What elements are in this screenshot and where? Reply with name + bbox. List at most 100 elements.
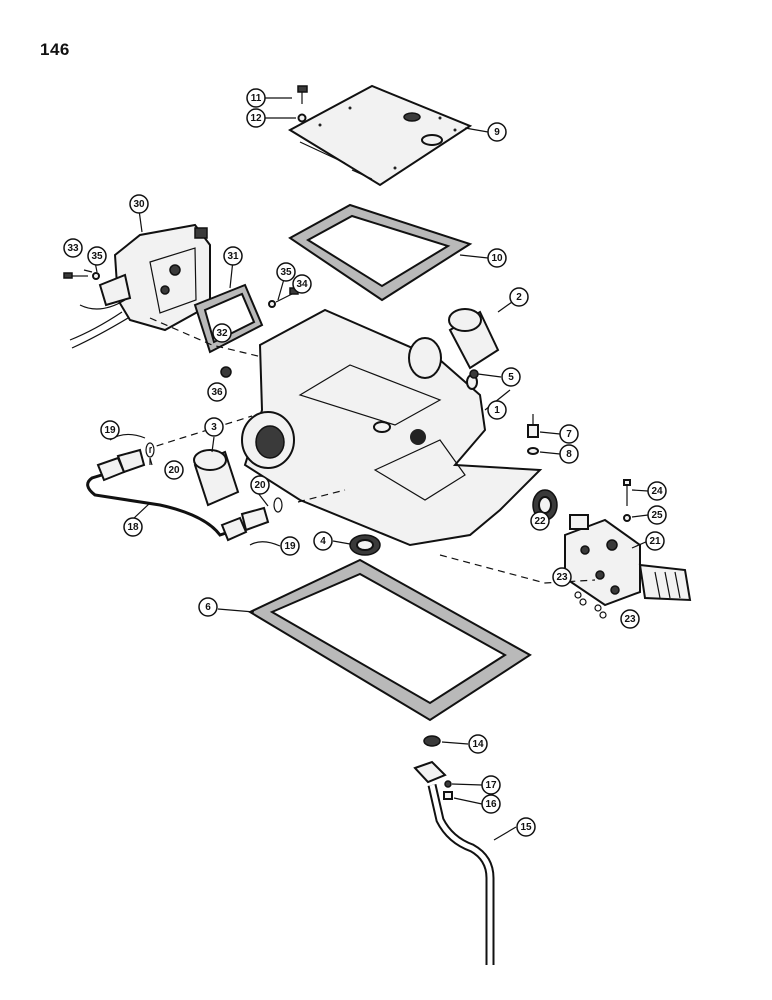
callout-number: 35 — [91, 251, 103, 262]
callout-25: 25 — [647, 505, 667, 525]
oil-pipe — [86, 433, 283, 547]
callout-35: 35 — [276, 262, 296, 282]
bolt-33 — [63, 272, 100, 280]
callout-number: 36 — [211, 387, 223, 398]
callout-33: 33 — [63, 238, 83, 258]
callout-1: 1 — [487, 400, 507, 420]
callout-22: 22 — [530, 511, 550, 531]
bolt-24 — [623, 479, 631, 506]
callout-number: 20 — [168, 465, 180, 476]
callout-23: 23 — [620, 609, 640, 629]
valve-block — [564, 514, 692, 607]
callout-14: 14 — [468, 734, 488, 754]
callout-number: 14 — [472, 739, 484, 750]
callout-number: 19 — [104, 425, 116, 436]
cover-bolt — [297, 85, 308, 123]
assembly-line-3 — [297, 489, 346, 503]
callout-20: 20 — [164, 460, 184, 480]
callout-32: 32 — [212, 323, 232, 343]
callout-number: 31 — [227, 251, 239, 262]
callout-8: 8 — [559, 444, 579, 464]
cover-gasket — [288, 203, 473, 302]
callout-12: 12 — [246, 108, 266, 128]
washer-25 — [623, 514, 631, 522]
callout-4: 4 — [313, 531, 333, 551]
valve-gasket — [193, 283, 264, 354]
callout-number: 32 — [216, 328, 228, 339]
callout-number: 33 — [67, 243, 79, 254]
callout-10: 10 — [487, 248, 507, 268]
callout-number: 6 — [205, 602, 211, 613]
callout-19: 19 — [100, 420, 120, 440]
callout-16: 16 — [481, 794, 501, 814]
callout-17: 17 — [481, 775, 501, 795]
callout-6: 6 — [198, 597, 218, 617]
callout-18: 18 — [123, 517, 143, 537]
callout-7: 7 — [559, 424, 579, 444]
callout-31: 31 — [223, 246, 243, 266]
callout-number: 11 — [251, 93, 262, 104]
callout-number: 2 — [516, 292, 522, 303]
callout-30: 30 — [129, 194, 149, 214]
control-valve-housing — [69, 223, 211, 349]
callout-number: 8 — [566, 449, 572, 460]
callout-labels: 1234567891011121415161718191920202122232… — [63, 88, 667, 837]
bushing-2 — [448, 308, 500, 370]
tube-bracket — [413, 760, 453, 800]
page-number: 146 — [40, 40, 70, 59]
callout-2: 2 — [509, 287, 529, 307]
main-housing — [241, 308, 543, 547]
plug-36 — [220, 366, 232, 378]
callout-number: 5 — [508, 372, 514, 383]
oil-pan-gasket — [247, 558, 532, 722]
callout-36: 36 — [207, 382, 227, 402]
callout-number: 23 — [624, 614, 636, 625]
callout-11: 11 — [246, 88, 266, 108]
bolt-34 — [268, 287, 299, 308]
washer-8 — [527, 447, 539, 455]
callout-number: 19 — [284, 541, 296, 552]
callout-number: 18 — [127, 522, 139, 533]
callout-20: 20 — [250, 475, 270, 495]
seal-4 — [349, 534, 381, 556]
callout-number: 7 — [566, 429, 572, 440]
callout-number: 4 — [320, 536, 326, 547]
callout-number: 9 — [494, 127, 500, 138]
assembly-line-4 — [439, 554, 596, 584]
callout-number: 34 — [296, 279, 308, 290]
callout-21: 21 — [645, 531, 665, 551]
dipstick-tube — [427, 783, 495, 965]
callout-35: 35 — [87, 246, 107, 266]
assembly-line-1 — [149, 317, 263, 358]
o-rings-23 — [574, 591, 607, 619]
callout-9: 9 — [487, 122, 507, 142]
callout-15: 15 — [516, 817, 536, 837]
callout-number: 25 — [651, 510, 663, 521]
callout-number: 12 — [250, 113, 262, 124]
callout-number: 1 — [494, 405, 500, 416]
callout-number: 35 — [280, 267, 292, 278]
callout-23: 23 — [552, 567, 572, 587]
callout-number: 22 — [534, 516, 546, 527]
callout-number: 20 — [254, 480, 266, 491]
callout-5: 5 — [501, 367, 521, 387]
washer-14 — [423, 735, 441, 747]
bolt-7 — [527, 414, 539, 438]
callout-number: 3 — [211, 422, 217, 433]
callout-number: 17 — [485, 780, 497, 791]
callout-number: 30 — [133, 199, 145, 210]
callout-19: 19 — [280, 536, 300, 556]
callout-3: 3 — [204, 417, 224, 437]
plug-5 — [469, 369, 479, 379]
callout-number: 24 — [651, 486, 663, 497]
callout-number: 23 — [556, 572, 568, 583]
callout-number: 10 — [491, 253, 503, 264]
bushing-3 — [193, 449, 240, 507]
callout-24: 24 — [647, 481, 667, 501]
callout-number: 21 — [649, 536, 661, 547]
callout-number: 15 — [520, 822, 532, 833]
callout-number: 16 — [485, 799, 497, 810]
callout-34: 34 — [292, 274, 312, 294]
top-cover-plate — [287, 84, 473, 187]
